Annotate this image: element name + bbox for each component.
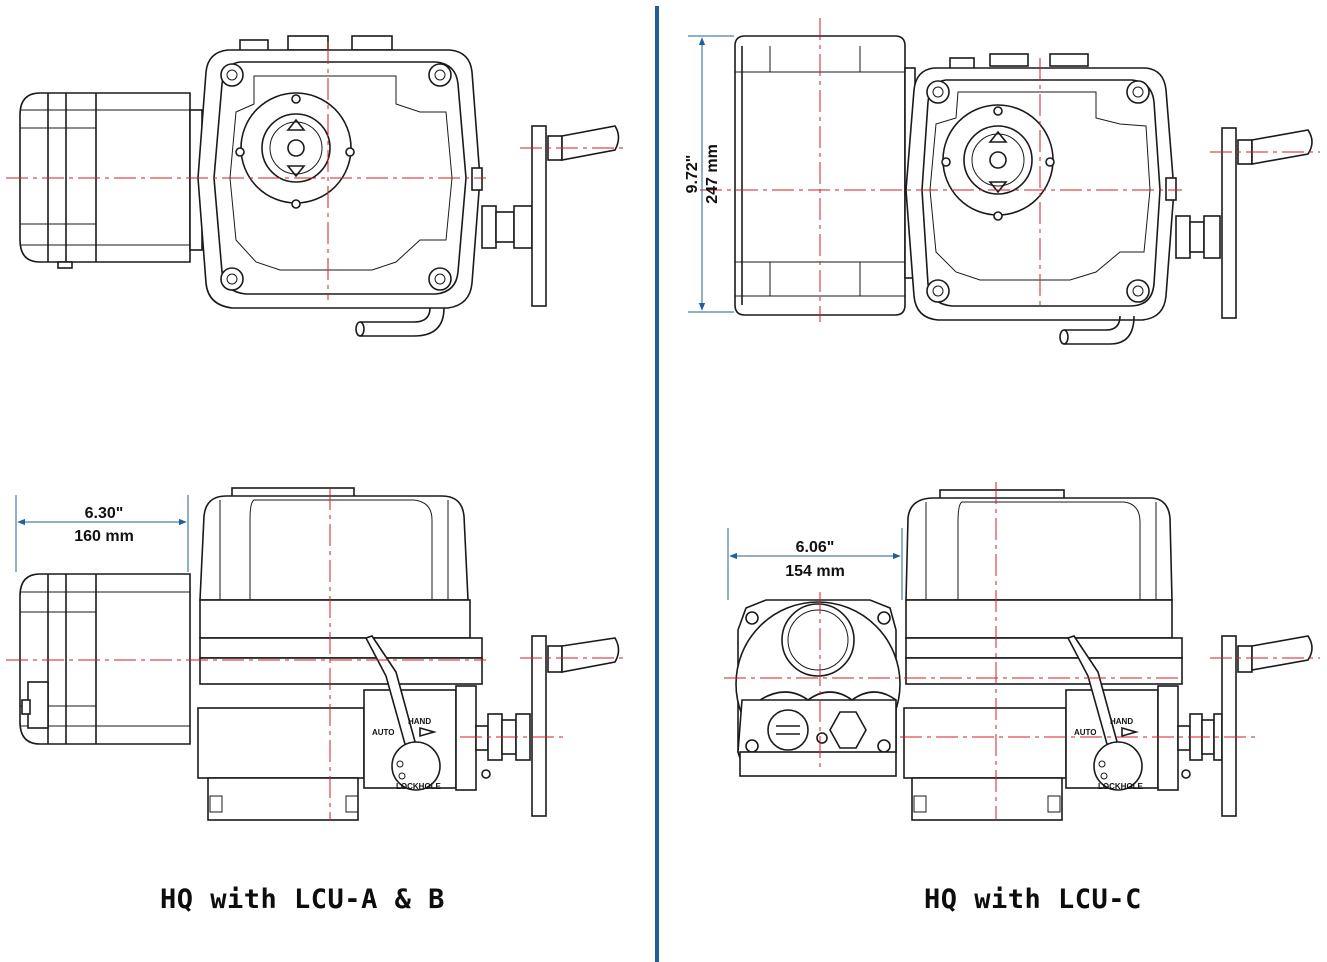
lcu-ab-cylinder-top [19, 92, 203, 269]
hand-label-right: HAND [1110, 717, 1133, 726]
caption-left: HQ with LCU-A & B [160, 884, 445, 915]
caption-right: HQ with LCU-C [924, 884, 1142, 915]
actuator-body-top [197, 35, 481, 337]
actuator-body-side-right: AUTO HAND LOCKHOLE [903, 489, 1191, 821]
handwheel-top-right [1165, 127, 1313, 319]
height-dim-inches: 9.72" [684, 155, 701, 194]
side-dim-left-mm: 160 mm [74, 528, 134, 545]
side-view-lcu-c: 6.06" 154 mm [724, 482, 1320, 821]
side-dim-right-inches: 6.06" [796, 539, 835, 556]
auto-label-right: AUTO [1074, 728, 1097, 737]
side-view-lcu-ab: 6.30" 160 mm [6, 487, 625, 821]
side-dim-left-inches: 6.30" [85, 505, 124, 522]
handwheel-top-left [471, 125, 620, 307]
top-view-lcu-ab [6, 35, 625, 337]
side-dim-right-mm: 154 mm [785, 563, 845, 580]
top-view-lcu-c: 9.72" 247 mm [684, 18, 1320, 345]
actuator-body-side-left: AUTO HAND LOCKHOLE [197, 487, 491, 821]
height-dimension: 9.72" 247 mm [684, 35, 734, 313]
handwheel-side-left [475, 635, 620, 817]
lcu-c-side [735, 599, 901, 777]
lockhole-label-right: LOCKHOLE [1098, 782, 1144, 791]
lcu-ab-cylinder-side [19, 573, 191, 745]
side-dimension-right: 6.06" 154 mm [727, 528, 903, 600]
handwheel-side-right [1177, 635, 1313, 817]
hand-label-left: HAND [408, 717, 431, 726]
lcu-c-box-top [734, 35, 916, 316]
lockhole-label-left: LOCKHOLE [396, 782, 442, 791]
height-dim-mm: 247 mm [704, 144, 721, 204]
side-dimension-left: 6.30" 160 mm [15, 495, 189, 572]
auto-label-left: AUTO [372, 728, 395, 737]
